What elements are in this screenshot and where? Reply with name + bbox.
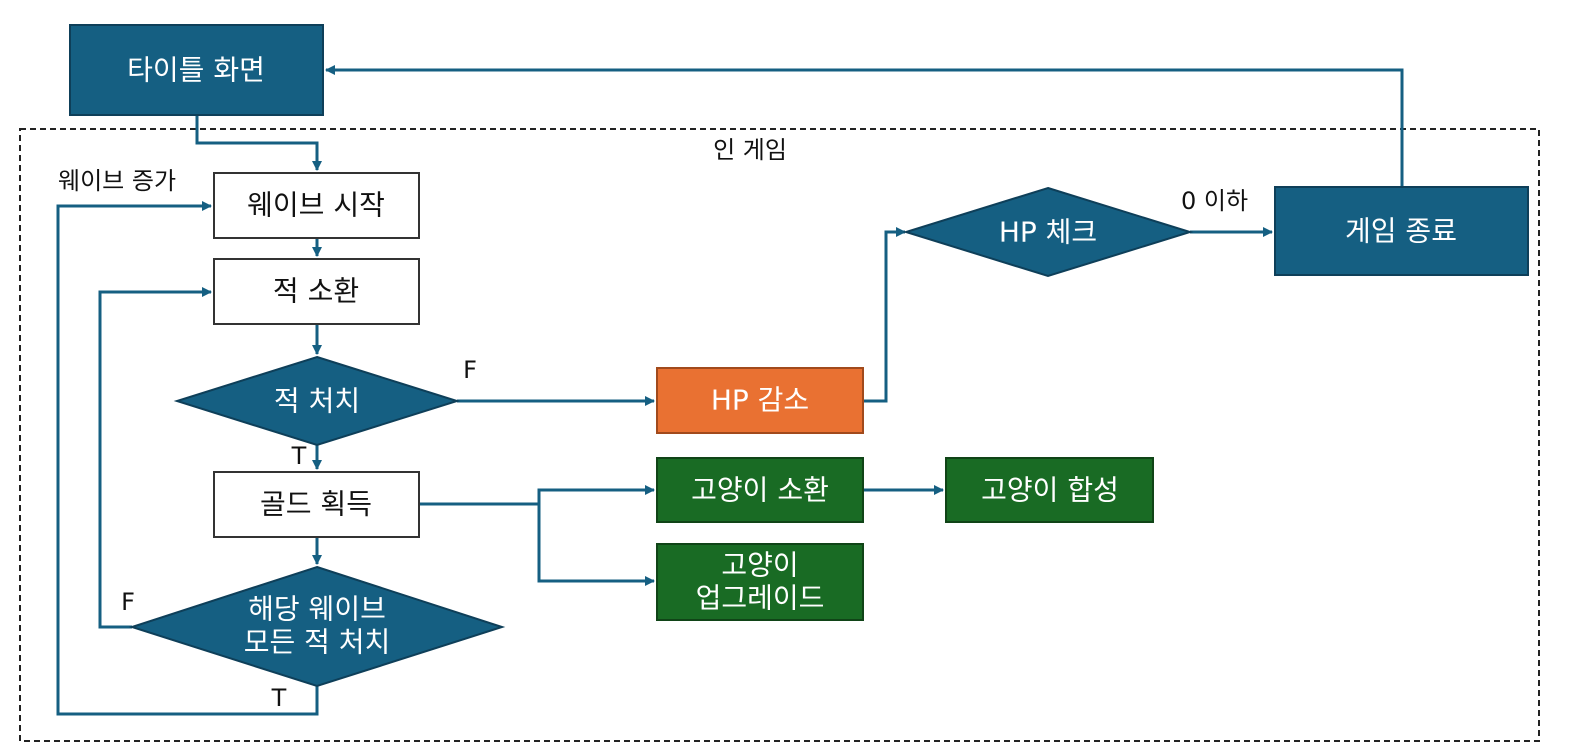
- node-game-over-label: 게임 종료: [1345, 215, 1457, 248]
- edge-gold-to-cat-summon: [420, 485, 655, 506]
- label-all-killed-true: T: [271, 684, 287, 712]
- node-hp-decrease-label: HP 감소: [711, 384, 809, 417]
- label-enemy-killed-false: F: [463, 356, 477, 384]
- node-hp-decrease: [656, 367, 864, 434]
- edge-all-killed-true-to-wave-start: [56, 201, 319, 716]
- node-cat-merge: [945, 457, 1154, 523]
- node-hp-check-label: HP 체크: [999, 216, 1097, 249]
- node-all-killed-label-line1: 해당 웨이브: [248, 593, 386, 626]
- node-game-over: [1274, 186, 1529, 276]
- node-enemy-spawn: [213, 258, 420, 325]
- edge-title-to-wave-start: [195, 116, 322, 171]
- node-cat-upgrade-label-line1: 고양이: [721, 549, 798, 582]
- node-cat-summon-label: 고양이 소환: [691, 474, 829, 507]
- edge-all-killed-false-to-spawn: [98, 287, 212, 629]
- label-hp-zero-or-less: 0 이하: [1181, 187, 1248, 215]
- label-all-killed-false: F: [121, 588, 135, 616]
- node-cat-upgrade: [656, 543, 864, 621]
- node-wave-start: [213, 172, 420, 239]
- node-cat-upgrade-label-line2: 업그레이드: [696, 582, 825, 615]
- label-enemy-killed-true: T: [291, 442, 307, 470]
- node-all-killed: [128, 565, 506, 688]
- node-all-killed-label-line2: 모든 적 처치: [244, 626, 391, 659]
- edge-gold-to-cat-upgrade: [537, 504, 655, 586]
- node-cat-merge-label: 고양이 합성: [981, 474, 1119, 507]
- in-game-group-label: 인 게임: [713, 136, 787, 164]
- edge-game-over-to-title: [325, 65, 1404, 186]
- label-wave-increase: 웨이브 증가: [58, 167, 176, 195]
- node-title-screen: [69, 24, 324, 116]
- edge-hp-decrease-to-check: [864, 227, 906, 403]
- node-gold-gain: [213, 471, 420, 538]
- node-hp-check: [902, 186, 1194, 278]
- node-enemy-killed-label: 적 처치: [274, 385, 360, 418]
- node-enemy-spawn-label: 적 소환: [273, 275, 359, 308]
- node-title-screen-label: 타이틀 화면: [127, 54, 265, 87]
- in-game-group: [19, 128, 1540, 742]
- node-gold-gain-label: 골드 획득: [260, 488, 372, 521]
- node-wave-start-label: 웨이브 시작: [247, 189, 385, 222]
- node-cat-summon: [656, 457, 864, 523]
- node-enemy-killed: [173, 355, 461, 447]
